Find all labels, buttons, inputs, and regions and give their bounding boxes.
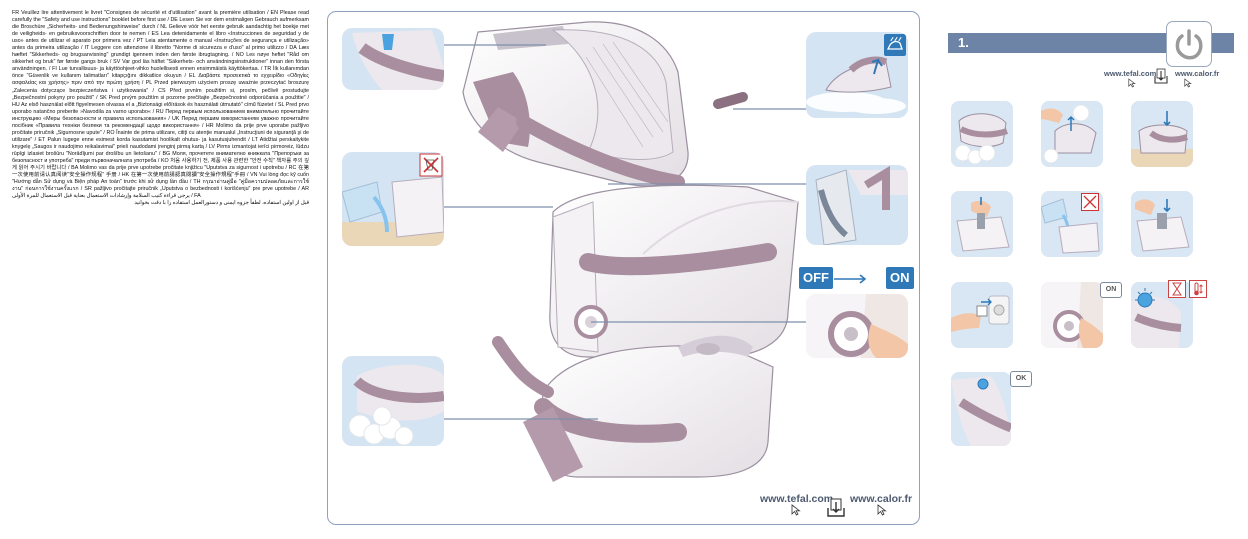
arrow-right-icon [834,274,867,284]
no-water-icon [1081,193,1099,211]
thumb-steam-ironing [806,32,908,118]
safety-paragraph-fa: قبل از اولین استفاده، لطفاً جزوه ایمنی و… [134,200,309,207]
step-tile-fill-tank [1041,191,1103,257]
tefal-link[interactable]: www.tefal.com [760,493,834,505]
steam-station-illustration [441,21,806,482]
tefal-link-small[interactable]: www.tefal.com [1104,69,1157,78]
safety-paragraph: FR Veuillez lire attentivement le livret… [12,10,309,200]
main-illustration-panel: OFF ON www.tefal.com www.calor.fr [327,11,920,525]
cursor-icon [791,504,801,516]
ok-tag: OK [1010,371,1032,387]
step-tile-remove-tank [951,191,1013,257]
step-tile-unbox [951,101,1013,167]
step-tile-plug-in [951,282,1013,348]
calor-link[interactable]: www.calor.fr [850,493,913,505]
step-tile-place-iron [1131,101,1193,167]
step-tile-remove-packaging [1041,101,1103,167]
thumb-power-switch [806,294,908,358]
safety-instructions-text: FR Veuillez lire attentivement le livret… [12,10,309,300]
step-tile-switch-on [1041,282,1103,348]
thumb-steam-burst [342,356,444,446]
thumb-iron-on-base [806,165,908,245]
on-tag: ON [1100,282,1122,298]
cursor-icon [1184,78,1192,88]
step-header-bar [948,33,1234,53]
step-tile-insert-tank [1131,191,1193,257]
thumb-iron-handle [342,28,444,90]
step-tile-ready [951,372,1011,446]
thumb-fill-water [342,152,444,246]
on-badge: ON [886,267,914,289]
step-number: 1. [958,35,969,50]
cursor-icon [1128,78,1136,88]
download-icon[interactable] [825,496,847,518]
steam-icon [884,34,906,56]
download-icon[interactable] [1153,67,1169,85]
cursor-icon [877,504,887,516]
power-icon [1166,21,1212,67]
thermometer-icon [1189,280,1207,298]
hourglass-icon [1168,280,1186,298]
calor-link-small[interactable]: www.calor.fr [1175,69,1220,78]
off-badge: OFF [799,267,833,289]
